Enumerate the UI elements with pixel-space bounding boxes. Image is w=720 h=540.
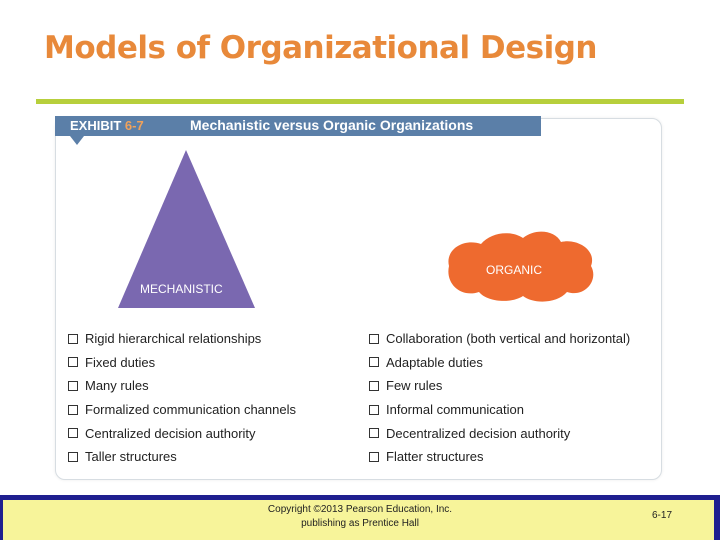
- exhibit-title: Mechanistic versus Organic Organizations: [190, 117, 474, 133]
- organic-characteristics-list: Collaboration (both vertical and horizon…: [369, 327, 630, 469]
- list-item-text: Flatter structures: [386, 449, 484, 465]
- list-item-text: Rigid hierarchical relationships: [85, 331, 262, 347]
- mechanistic-characteristics-list: Rigid hierarchical relationships Fixed d…: [68, 327, 296, 469]
- list-item-text: Collaboration (both vertical and horizon…: [386, 331, 631, 347]
- list-item-text: Fixed duties: [85, 354, 156, 370]
- list-item: Decentralized decision authority: [369, 421, 630, 445]
- publisher-line: publishing as Prentice Hall: [301, 518, 419, 529]
- slide-title: Models of Organizational Design: [44, 30, 597, 66]
- exhibit-tab-pointer: [70, 136, 84, 145]
- copyright-notice: Copyright ©2013 Pearson Education, Inc. …: [245, 503, 475, 531]
- mechanistic-triangle: [118, 150, 255, 308]
- list-item-text: Informal communication: [386, 402, 524, 418]
- checkbox-icon: [369, 333, 379, 344]
- list-item-text: Adaptable duties: [386, 354, 483, 370]
- exhibit-tab: [60, 116, 170, 136]
- checkbox-icon: [68, 333, 78, 344]
- list-item-text: Formalized communication channels: [85, 402, 296, 418]
- list-item-text: Many rules: [85, 378, 149, 394]
- checkbox-icon: [68, 357, 78, 368]
- list-item-text: Few rules: [386, 378, 443, 394]
- page-number: 6-17: [652, 510, 673, 521]
- organic-label: ORGANIC: [486, 263, 543, 277]
- list-item: Informal communication: [369, 398, 630, 422]
- list-item: Rigid hierarchical relationships: [68, 327, 296, 351]
- list-item: Few rules: [369, 374, 630, 398]
- checkbox-icon: [369, 428, 379, 439]
- list-item: Formalized communication channels: [68, 398, 296, 422]
- exhibit-number: 6-7: [124, 118, 144, 133]
- footer-panel: [3, 500, 714, 540]
- checkbox-icon: [68, 380, 78, 391]
- mechanistic-label: MECHANISTIC: [140, 282, 223, 296]
- checkbox-icon: [369, 451, 379, 462]
- copyright-line: Copyright ©2013 Pearson Education, Inc.: [267, 504, 453, 515]
- list-item: Adaptable duties: [369, 351, 630, 375]
- list-item: Fixed duties: [68, 351, 296, 375]
- list-item-text: Centralized decision authority: [85, 425, 256, 441]
- checkbox-icon: [369, 380, 379, 391]
- checkbox-icon: [369, 404, 379, 415]
- exhibit-label-text: EXHIBIT: [70, 118, 122, 133]
- checkbox-icon: [68, 451, 78, 462]
- exhibit-label: EXHIBIT 6-7: [70, 118, 144, 133]
- checkbox-icon: [68, 404, 78, 415]
- organic-blob: [448, 231, 594, 302]
- list-item-text: Decentralized decision authority: [386, 425, 571, 441]
- list-item: Flatter structures: [369, 445, 630, 469]
- list-item: Centralized decision authority: [68, 421, 296, 445]
- checkbox-icon: [369, 357, 379, 368]
- list-item: Many rules: [68, 374, 296, 398]
- exhibit-header-bar: [55, 116, 541, 136]
- list-item: Collaboration (both vertical and horizon…: [369, 327, 630, 351]
- list-item-text: Taller structures: [85, 449, 177, 465]
- title-divider: [36, 99, 684, 104]
- checkbox-icon: [68, 428, 78, 439]
- list-item: Taller structures: [68, 445, 296, 469]
